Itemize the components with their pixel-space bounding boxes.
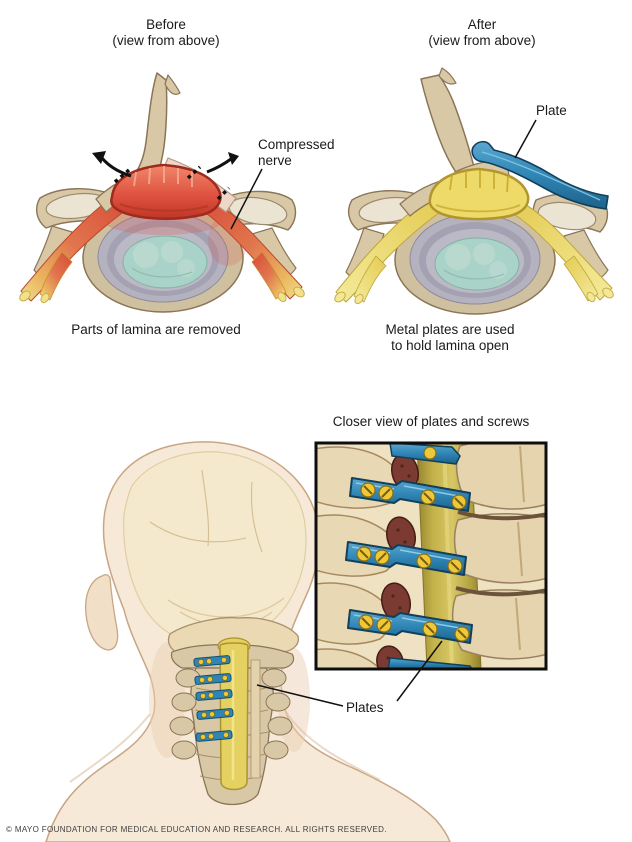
copyright-notice: © MAYO FOUNDATION FOR MEDICAL EDUCATION …	[6, 825, 387, 834]
after-vertebra-illustration	[334, 67, 614, 315]
nerve-root-right	[511, 199, 614, 303]
inset-plate	[349, 477, 471, 512]
compressed-spinal-cord	[110, 163, 222, 220]
after-subtitle: (view from above)	[428, 32, 536, 48]
plates-pointer-line-left	[256, 684, 344, 707]
inset-border	[314, 441, 548, 671]
after-title: After	[467, 17, 497, 32]
open-arrow-left	[92, 151, 132, 178]
plate	[195, 689, 233, 701]
spinous-process	[420, 74, 475, 175]
compressed-nerve-pointer-line	[230, 168, 263, 230]
plates-label: Plates	[346, 700, 384, 715]
cut-line-left	[113, 168, 131, 184]
disc-nucleus	[122, 235, 208, 289]
metal-plate	[471, 140, 609, 210]
plate-pointer-line	[514, 119, 537, 159]
plate	[193, 655, 231, 667]
before-title: Before	[146, 17, 186, 32]
neck-plates	[193, 655, 234, 742]
plate	[196, 708, 234, 720]
skull	[123, 451, 307, 645]
cut-line-right	[186, 165, 202, 180]
cervical-spine	[167, 616, 300, 806]
plates-pointer-line-right	[396, 640, 443, 702]
elevated-lamina-strip	[250, 659, 261, 779]
after-caption: Metal plates are used to hold lamina ope…	[385, 322, 515, 353]
head-back-view-illustration	[45, 441, 451, 842]
plate	[195, 730, 233, 742]
inset-plate	[347, 609, 473, 644]
before-vertebra-illustration	[19, 72, 305, 313]
closer-view-inset	[314, 441, 548, 671]
open-arrow-right	[206, 152, 239, 174]
ear	[84, 574, 119, 651]
inset-plate	[345, 541, 467, 576]
after-panel-title: After (view from above)	[382, 17, 582, 48]
cut-line-right-2	[216, 186, 231, 201]
nerve-root-right	[199, 195, 305, 303]
decompressed-spinal-cord	[428, 167, 530, 221]
before-panel-title: Before (view from above)	[66, 17, 266, 48]
nerve-root-left	[334, 195, 441, 305]
before-subtitle: (view from above)	[112, 32, 220, 48]
plate	[194, 673, 232, 685]
inset-title: Closer view of plates and screws	[332, 414, 530, 429]
disc-nucleus	[434, 237, 520, 291]
compressed-nerve-label: Compressed nerve	[258, 137, 335, 168]
facet-joint-right	[537, 201, 597, 231]
nerve-root-left	[19, 191, 127, 304]
before-caption: Parts of lamina are removed	[71, 322, 241, 337]
plate-label: Plate	[536, 103, 567, 118]
